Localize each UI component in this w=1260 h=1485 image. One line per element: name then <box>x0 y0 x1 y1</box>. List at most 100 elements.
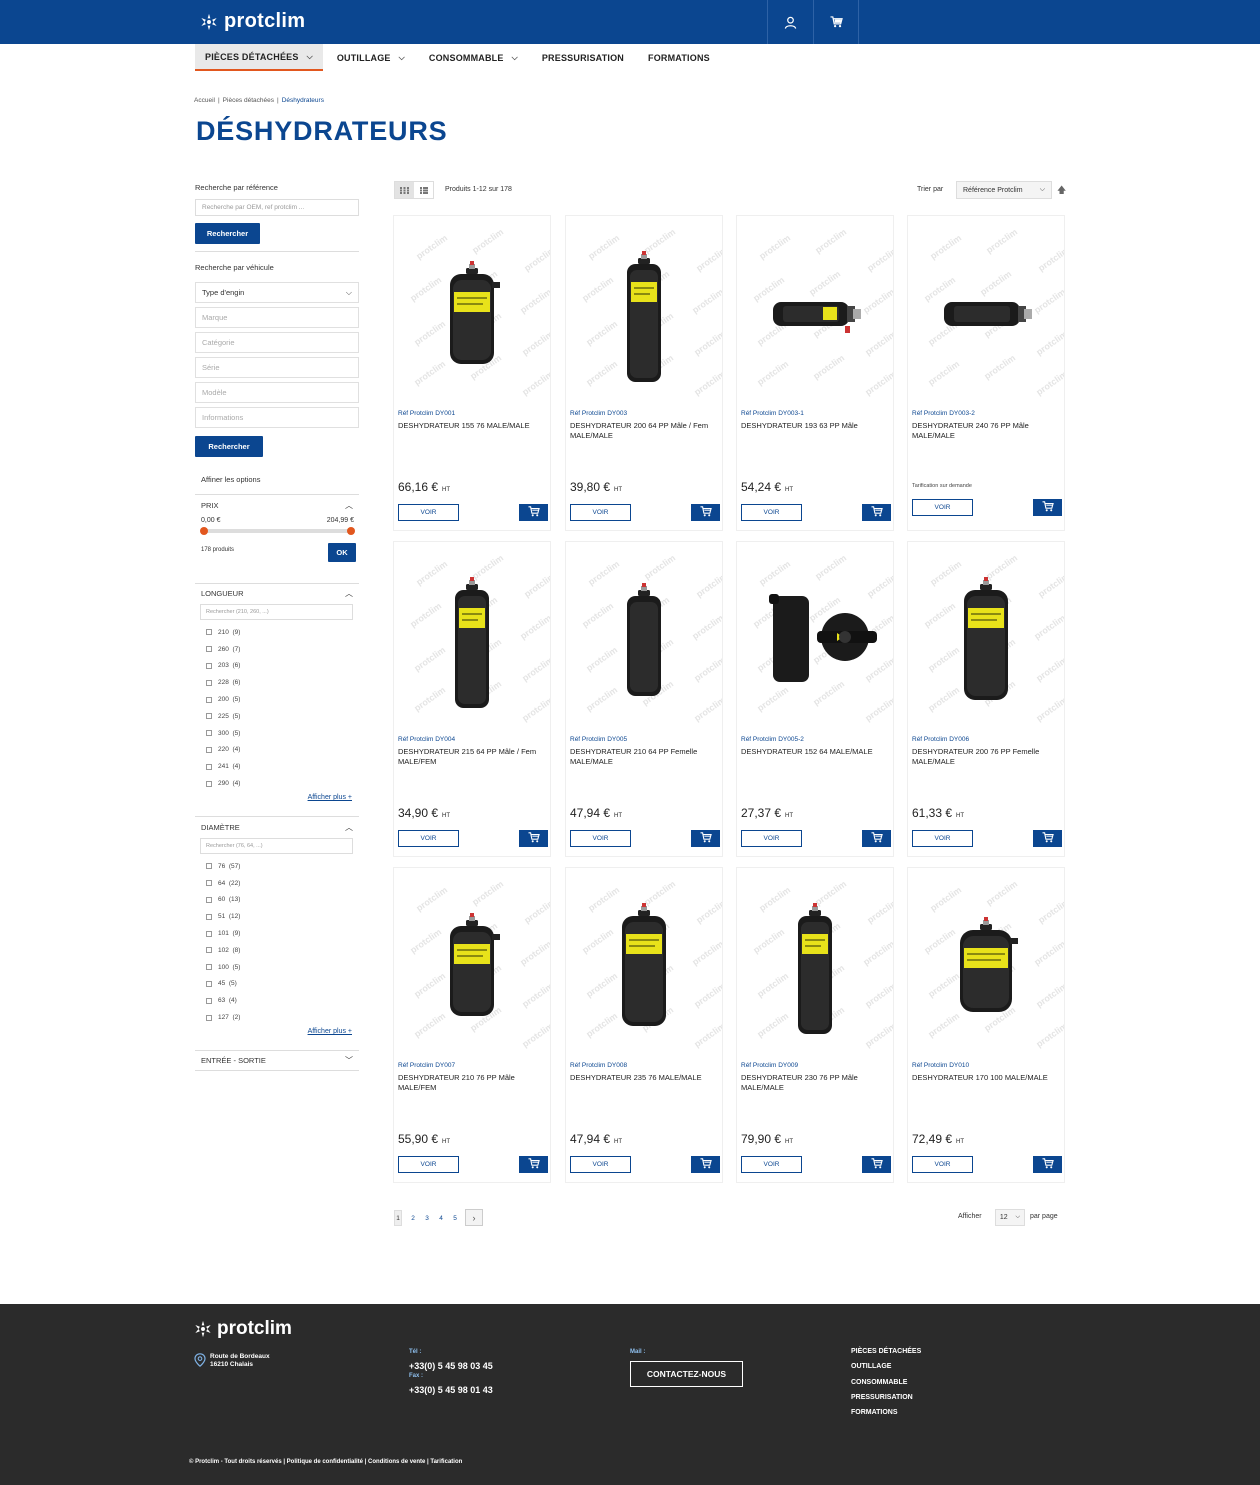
product-name[interactable]: DESHYDRATEUR 200 64 PP Mâle / Fem MALE/M… <box>570 421 709 440</box>
length-option[interactable]: 228 (6) <box>195 674 359 691</box>
add-to-cart-button[interactable] <box>1033 1156 1062 1173</box>
checkbox[interactable] <box>206 913 212 920</box>
page-link[interactable]: 4 <box>439 1214 443 1222</box>
add-to-cart-button[interactable] <box>1033 499 1062 516</box>
view-product-button[interactable]: VOIR <box>741 504 802 521</box>
length-option[interactable]: 200 (5) <box>195 691 359 708</box>
add-to-cart-button[interactable] <box>519 1156 548 1173</box>
add-to-cart-button[interactable] <box>519 504 548 521</box>
checkbox[interactable] <box>206 964 212 971</box>
checkbox[interactable] <box>206 713 212 720</box>
ref-search-button[interactable]: Rechercher <box>195 223 260 244</box>
footer-link[interactable]: PIÈCES DÉTACHÉES <box>851 1348 922 1355</box>
price-filter-header[interactable]: PRIX ︿ <box>195 495 359 515</box>
footer-tel[interactable]: +33(0) 5 45 98 03 45 <box>409 1361 493 1371</box>
diameter-option[interactable]: 76 (57) <box>195 858 359 875</box>
list-view-button[interactable] <box>414 182 433 198</box>
vehicle-search-button[interactable]: Rechercher <box>195 436 263 457</box>
footer-link[interactable]: OUTILLAGE <box>851 1363 892 1371</box>
checkbox[interactable] <box>206 763 212 770</box>
checkbox[interactable] <box>206 629 212 636</box>
ref-search-input[interactable]: Recherche par OEM, ref protclim ... <box>195 199 359 216</box>
price-slider-min-handle[interactable] <box>200 527 208 535</box>
diameter-search-input[interactable]: Rechercher (76, 64, ...) <box>200 838 353 854</box>
diameter-option[interactable]: 63 (4) <box>195 992 359 1009</box>
product-name[interactable]: DESHYDRATEUR 240 76 PP Mâle MALE/MALE <box>912 421 1029 440</box>
length-option[interactable]: 260 (7) <box>195 641 359 658</box>
diameter-option[interactable]: 51 (12) <box>195 908 359 925</box>
view-product-button[interactable]: VOIR <box>398 1156 459 1173</box>
checkbox[interactable] <box>206 746 212 753</box>
add-to-cart-button[interactable] <box>519 830 548 847</box>
view-product-button[interactable]: VOIR <box>912 499 973 516</box>
vehicle-select-5[interactable]: Informations <box>195 407 359 428</box>
diameter-option[interactable]: 45 (5) <box>195 976 359 993</box>
checkbox[interactable] <box>206 880 212 887</box>
view-product-button[interactable]: VOIR <box>398 830 459 847</box>
vehicle-select-2[interactable]: Catégorie <box>195 332 359 353</box>
diameter-show-more-link[interactable]: Afficher plus + <box>307 1028 352 1035</box>
checkbox[interactable] <box>206 896 212 903</box>
add-to-cart-button[interactable] <box>862 1156 891 1173</box>
footer-link[interactable]: FORMATIONS <box>851 1409 898 1417</box>
checkbox[interactable] <box>206 696 212 703</box>
footer-legal[interactable]: © Protclim - Tout droits réservés | Poli… <box>189 1459 463 1465</box>
diameter-filter-header[interactable]: DIAMÈTRE ︿ <box>195 817 359 837</box>
add-to-cart-button[interactable] <box>862 830 891 847</box>
sort-direction-arrow-icon[interactable]: 🡅 <box>1057 185 1067 195</box>
add-to-cart-button[interactable] <box>691 1156 720 1173</box>
checkbox[interactable] <box>206 679 212 686</box>
product-name[interactable]: DESHYDRATEUR 210 76 PP Mâle MALE/FEM <box>398 1073 515 1092</box>
add-to-cart-button[interactable] <box>1033 830 1062 847</box>
product-name[interactable]: DESHYDRATEUR 215 64 PP Mâle / Fem MALE/F… <box>398 747 537 766</box>
length-filter-header[interactable]: LONGUEUR ︿ <box>195 583 359 603</box>
diameter-option[interactable]: 102 (8) <box>195 942 359 959</box>
footer-link[interactable]: PRESSURISATION <box>851 1393 913 1401</box>
product-name[interactable]: DESHYDRATEUR 152 64 MALE/MALE <box>741 747 873 756</box>
breadcrumb-home[interactable]: Accueil <box>194 97 215 104</box>
vehicle-select-4[interactable]: Modèle <box>195 382 359 403</box>
product-name[interactable]: DESHYDRATEUR 235 76 MALE/MALE <box>570 1073 702 1082</box>
vehicle-select-1[interactable]: Marque <box>195 307 359 328</box>
length-option[interactable]: 300 (5) <box>195 725 359 742</box>
footer-link[interactable]: CONSOMMABLE <box>851 1378 908 1386</box>
diameter-option[interactable]: 100 (5) <box>195 959 359 976</box>
product-name[interactable]: DESHYDRATEUR 230 76 PP Mâle MALE/MALE <box>741 1073 858 1092</box>
add-to-cart-button[interactable] <box>691 504 720 521</box>
product-name[interactable]: DESHYDRATEUR 155 76 MALE/MALE <box>398 421 530 430</box>
view-product-button[interactable]: VOIR <box>912 830 973 847</box>
page-link[interactable]: 3 <box>425 1214 429 1222</box>
price-slider-max-handle[interactable] <box>347 527 355 535</box>
checkbox[interactable] <box>206 930 212 937</box>
checkbox[interactable] <box>206 780 212 787</box>
add-to-cart-button[interactable] <box>691 830 720 847</box>
nav-item-1[interactable]: OUTILLAGE⌵ <box>327 44 415 71</box>
product-name[interactable]: DESHYDRATEUR 200 76 PP Femelle MALE/MALE <box>912 747 1040 766</box>
diameter-option[interactable]: 101 (9) <box>195 925 359 942</box>
checkbox[interactable] <box>206 662 212 669</box>
checkbox[interactable] <box>206 863 212 870</box>
view-product-button[interactable]: VOIR <box>912 1156 973 1173</box>
view-product-button[interactable]: VOIR <box>741 1156 802 1173</box>
product-name[interactable]: DESHYDRATEUR 193 63 PP Mâle <box>741 421 858 430</box>
price-ok-button[interactable]: OK <box>328 543 356 562</box>
view-product-button[interactable]: VOIR <box>398 504 459 521</box>
per-page-select[interactable]: 12 ⌵ <box>995 1209 1025 1226</box>
page-link[interactable]: 5 <box>453 1214 457 1222</box>
diameter-option[interactable]: 60 (13) <box>195 892 359 909</box>
